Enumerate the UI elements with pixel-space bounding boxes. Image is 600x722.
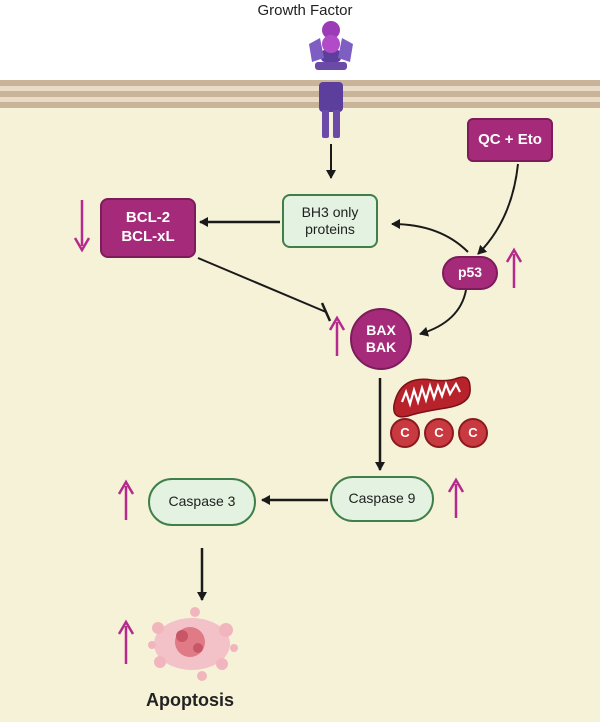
- caspase9-up-indicator: [447, 477, 465, 518]
- cell-membrane-bottom: [0, 102, 600, 108]
- cell-membrane-inner-2: [0, 97, 600, 102]
- bcl-node: BCL-2 BCL-xL: [100, 198, 196, 258]
- caspase3-up-indicator: [117, 479, 135, 520]
- apoptosis-label: Apoptosis: [146, 690, 234, 710]
- p53-node: p53: [442, 256, 498, 290]
- cell-membrane-inner: [0, 86, 600, 91]
- apoptosis-up-indicator: [117, 619, 135, 664]
- apoptotic-cell-icon: [148, 607, 238, 681]
- cytochrome-c-2: C: [424, 418, 454, 448]
- bax-up-indicator: [328, 315, 346, 356]
- bh3-only-proteins-node: BH3 only proteins: [282, 194, 378, 248]
- p53-up-indicator: [505, 247, 523, 288]
- bcl-down-indicator: [73, 200, 91, 253]
- mitochondrion-icon: [393, 376, 471, 418]
- qc-eto-node: QC + Eto: [467, 118, 553, 162]
- cytochrome-c-1: C: [390, 418, 420, 448]
- cell-membrane: [0, 80, 600, 86]
- bax-bak-node: BAX BAK: [350, 308, 412, 370]
- caspase-9-node: Caspase 9: [330, 476, 434, 522]
- cell-membrane-core: [0, 91, 600, 97]
- growth-factor-label: Growth Factor: [257, 2, 353, 19]
- cytochrome-c-3: C: [458, 418, 488, 448]
- receptor-icon: [309, 21, 353, 138]
- caspase-3-node: Caspase 3: [148, 478, 256, 526]
